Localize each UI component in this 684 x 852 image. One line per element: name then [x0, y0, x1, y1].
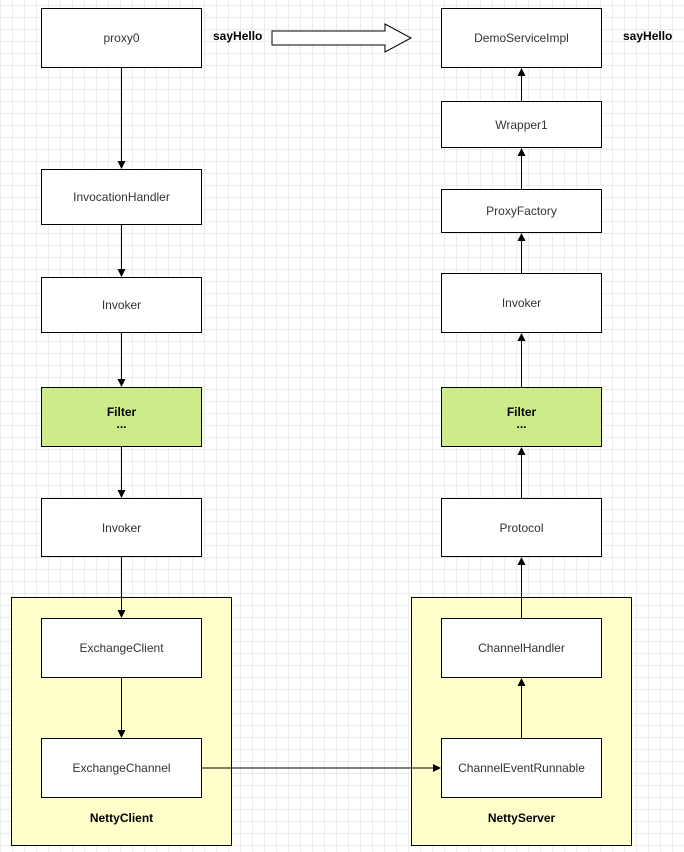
client-filter-node[interactable]: Filter ...: [41, 387, 202, 447]
client-invoker-bottom-text: Invoker: [101, 520, 142, 535]
channel-event-runnable-text: ChannelEventRunnable: [458, 761, 585, 775]
proxy-factory-text: ProxyFactory: [486, 204, 557, 218]
server-filter-ellipsis: ...: [516, 416, 527, 431]
client-invoker-top-text: Invoker: [101, 298, 142, 312]
say-hello-right-label: sayHello: [623, 29, 673, 43]
exchange-client-node[interactable]: ExchangeClient: [41, 618, 202, 678]
channel-handler-node[interactable]: ChannelHandler: [441, 618, 602, 678]
netty-client-label: NettyClient: [89, 811, 154, 825]
client-invoker-bottom-node[interactable]: Invoker: [41, 498, 202, 557]
say-hello-left-label: sayHello: [213, 29, 263, 43]
server-filter-title: Filter: [506, 404, 537, 419]
client-filter-ellipsis: ...: [116, 416, 127, 431]
wrapper1-text: Wrapper1: [495, 117, 548, 132]
client-filter-title: Filter: [106, 404, 137, 419]
channel-event-runnable-node[interactable]: ChannelEventRunnable: [441, 738, 602, 798]
proxy0-text: proxy0: [103, 31, 140, 45]
server-filter-node[interactable]: Filter ...: [441, 387, 602, 447]
netty-server-label: NettyServer: [487, 811, 556, 825]
exchange-client-text: ExchangeClient: [79, 641, 164, 655]
server-invoker-node[interactable]: Invoker: [441, 273, 602, 333]
demo-service-impl-text: DemoServiceImpl: [474, 31, 569, 45]
protocol-text: Protocol: [499, 520, 544, 535]
client-invoker-top-node[interactable]: Invoker: [41, 277, 202, 333]
demo-service-impl-node[interactable]: DemoServiceImpl: [441, 8, 602, 68]
wrapper1-node[interactable]: Wrapper1: [441, 101, 602, 148]
exchange-channel-node[interactable]: ExchangeChannel: [41, 738, 202, 798]
proxy0-node[interactable]: proxy0: [41, 8, 202, 68]
channel-handler-text: ChannelHandler: [478, 641, 565, 655]
invocation-handler-text: InvocationHandler: [73, 190, 170, 204]
protocol-node[interactable]: Protocol: [441, 498, 602, 557]
exchange-channel-text: ExchangeChannel: [72, 761, 171, 775]
proxy-factory-node[interactable]: ProxyFactory: [441, 189, 602, 233]
invocation-handler-node[interactable]: InvocationHandler: [41, 169, 202, 225]
server-invoker-text: Invoker: [501, 296, 542, 310]
call-arrow-shape: [271, 23, 413, 53]
